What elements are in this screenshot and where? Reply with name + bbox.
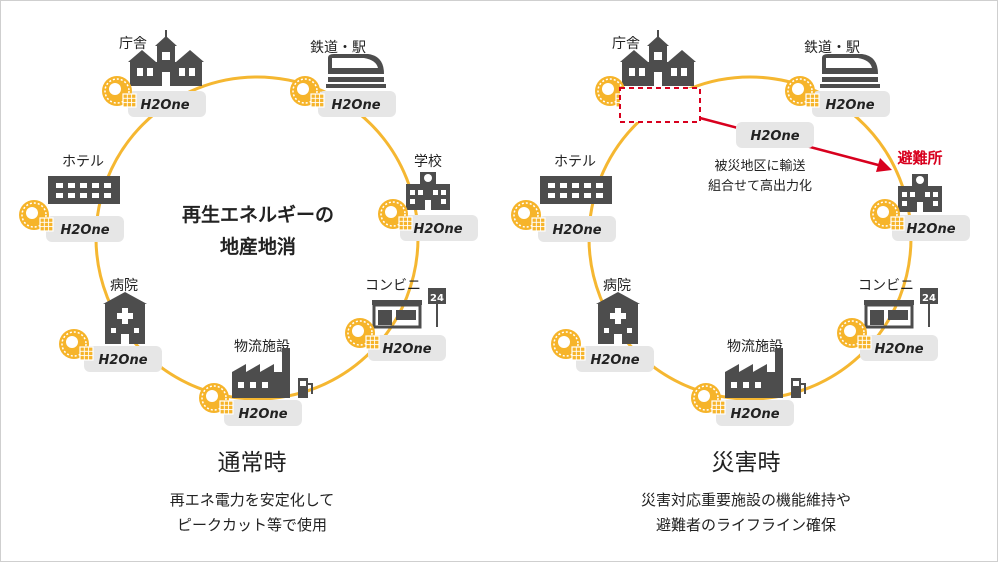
school-icon — [406, 172, 450, 210]
brand-label: H2One — [750, 129, 799, 144]
transport-text-line2: 組合せて高出力化 — [708, 178, 812, 194]
hotel-icon — [540, 176, 612, 204]
transport-text-line1: 被災地区に輸送 — [714, 159, 805, 174]
brand-label: H2One — [906, 222, 955, 237]
hotel-icon — [48, 176, 120, 204]
solar-sun-icon — [289, 75, 325, 108]
store-hours-badge: 24 — [430, 293, 444, 304]
right-desc-line1: 災害対応重要施設の機能維持や — [641, 491, 851, 509]
right-desc-line2: 避難者のライフライン確保 — [656, 516, 836, 534]
brand-label: H2One — [413, 222, 462, 237]
node-hospital: 病院 H2One — [550, 278, 654, 372]
solar-sun-icon — [58, 328, 94, 361]
node-label-station: 鉄道・駅 — [310, 40, 366, 56]
node-hotel: ホテル H2One — [18, 154, 124, 242]
node-label-school: 学校 — [414, 153, 442, 170]
train-icon — [326, 54, 386, 88]
node-label-logistics: 物流施設 — [234, 339, 290, 355]
brand-label: H2One — [238, 407, 287, 422]
node-hotel: ホテル H2One — [510, 154, 616, 242]
solar-sun-icon — [550, 328, 586, 361]
brand-label: H2One — [140, 98, 189, 113]
removed-unit-outline — [619, 87, 701, 123]
store-hours-badge: 24 — [922, 293, 936, 304]
train-icon — [820, 54, 880, 88]
solar-sun-icon — [690, 382, 726, 415]
node-logistics: 物流施設 H2One — [198, 339, 313, 426]
node-label-cityhall: 庁舎 — [119, 36, 147, 52]
brand-label: H2One — [382, 342, 431, 357]
node-label-hotel: ホテル — [554, 154, 596, 170]
solar-sun-icon — [198, 382, 234, 415]
node-label-store: コンビニ — [365, 278, 421, 294]
right-panel: 庁舎 鉄道・駅 H2One H2One 被災地区に輸送 組合せて高出力化 避難所 — [510, 30, 970, 534]
node-label-shelter: 避難所 — [897, 149, 942, 167]
factory-icon — [724, 347, 806, 399]
node-station: 鉄道・駅 H2One — [289, 40, 396, 117]
node-shelter: 避難所 H2One — [869, 149, 970, 241]
left-desc-line1: 再エネ電力を安定化して — [170, 491, 335, 509]
center-text-line1: 再生エネルギーの — [182, 203, 334, 226]
solar-sun-icon — [784, 75, 820, 108]
left-title: 通常時 — [218, 450, 287, 476]
node-station: 鉄道・駅 H2One — [784, 40, 890, 117]
node-label-cityhall: 庁舎 — [612, 36, 640, 52]
brand-label: H2One — [874, 342, 923, 357]
node-label-store: コンビニ — [858, 278, 914, 294]
node-logistics: 物流施設 H2One — [690, 339, 806, 426]
node-store: コンビニ 24 H2One — [836, 278, 940, 361]
solar-sun-icon — [510, 199, 546, 232]
node-label-hospital: 病院 — [110, 278, 138, 294]
left-desc-line2: ピークカット等で使用 — [177, 516, 327, 534]
center-text-line2: 地産地消 — [220, 235, 296, 258]
brand-label: H2One — [730, 407, 779, 422]
brand-label: H2One — [590, 353, 639, 368]
brand-label: H2One — [98, 353, 147, 368]
node-cityhall: 庁舎 — [594, 30, 701, 123]
node-store: コンビニ 24 H2One — [344, 278, 448, 361]
shelter-icon — [898, 174, 942, 212]
brand-label: H2One — [825, 98, 874, 113]
node-label-hotel: ホテル — [62, 154, 104, 170]
node-label-station: 鉄道・駅 — [804, 40, 860, 56]
node-label-hospital: 病院 — [603, 278, 631, 294]
factory-icon — [231, 347, 313, 399]
brand-label: H2One — [552, 223, 601, 238]
node-hospital: 病院 H2One — [58, 278, 162, 372]
right-title: 災害時 — [712, 450, 781, 476]
node-label-logistics: 物流施設 — [727, 339, 783, 355]
brand-label: H2One — [60, 223, 109, 238]
node-school: 学校 H2One — [377, 153, 478, 241]
node-cityhall: 庁舎 H2One — [101, 30, 206, 117]
solar-sun-icon — [18, 199, 54, 232]
brand-label: H2One — [331, 98, 380, 113]
left-panel: 庁舎 H2One 鉄道・駅 H2One 学校 H2One ホテル — [18, 30, 478, 534]
